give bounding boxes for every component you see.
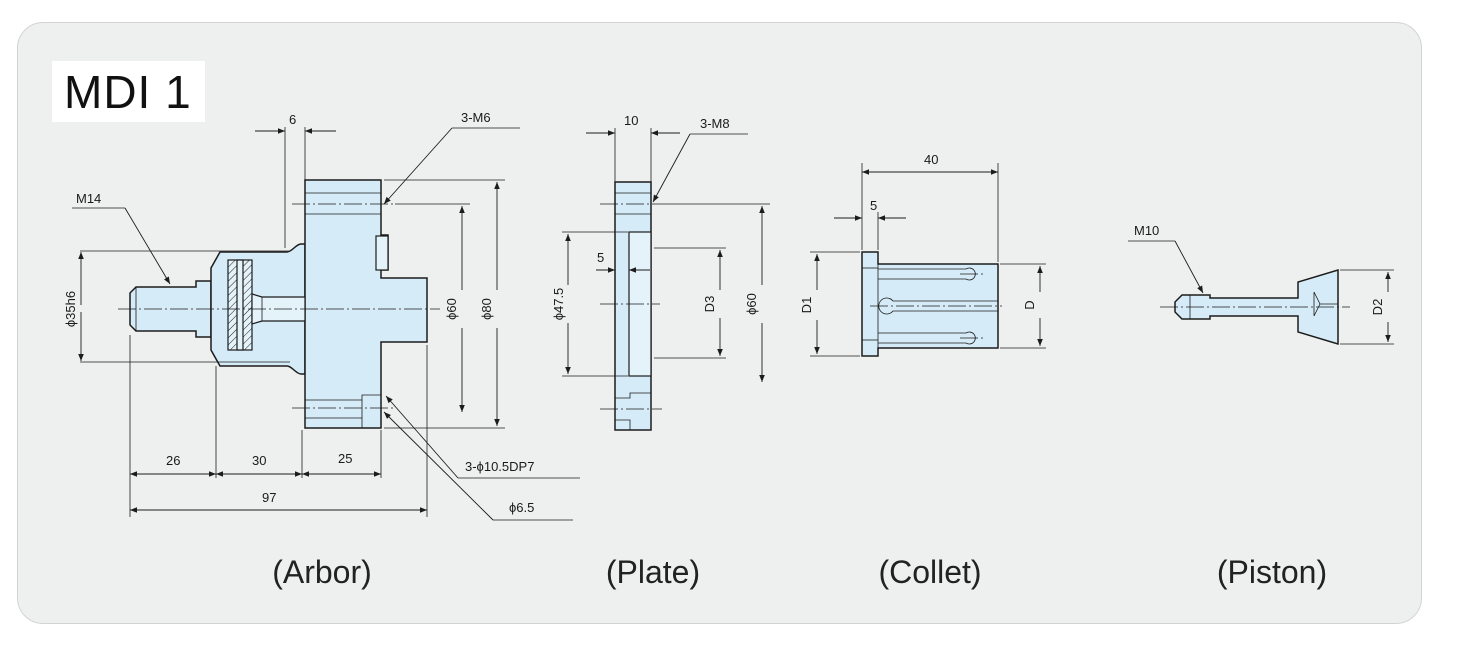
arbor-thread-m6: 3-M6 xyxy=(461,110,491,125)
plate-d3: D3 xyxy=(702,296,717,313)
arbor-dia-80: ϕ80 xyxy=(479,298,494,320)
arbor-dim-6: 6 xyxy=(289,112,296,127)
plate-caption: (Plate) xyxy=(606,554,700,590)
arbor-dia-6-5: ϕ6.5 xyxy=(509,500,534,515)
arbor-dia-60: ϕ60 xyxy=(444,298,459,320)
plate-view: 10 3-M8 5 ϕ47.5 D3 ϕ60 (Plate) xyxy=(551,113,770,590)
collet-dim-5: 5 xyxy=(870,198,877,213)
piston-caption: (Piston) xyxy=(1217,554,1327,590)
plate-dim-10: 10 xyxy=(624,113,638,128)
plate-thread-m8: 3-M8 xyxy=(700,116,730,131)
arbor-dim-30: 30 xyxy=(252,453,266,468)
arbor-dim-26: 26 xyxy=(166,453,180,468)
collet-body xyxy=(861,251,999,357)
arbor-dim-25: 25 xyxy=(338,451,352,466)
collet-d: D xyxy=(1022,300,1037,309)
plate-dia-47-5: ϕ47.5 xyxy=(551,288,566,321)
piston-body xyxy=(1174,268,1339,346)
arbor-dia-35h6: ϕ35h6 xyxy=(63,291,78,327)
arbor-hole-dp: 3-ϕ10.5DP7 xyxy=(465,459,534,474)
plate-dia-60: ϕ60 xyxy=(744,293,759,315)
piston-thread-m10: M10 xyxy=(1134,223,1159,238)
page-title: MDI 1 xyxy=(64,66,192,118)
collet-view: 40 5 D1 D (Collet) xyxy=(799,152,1046,590)
arbor-view: 6 3-M6 M14 ϕ35h6 ϕ60 ϕ80 26 30 25 97 xyxy=(63,110,580,590)
collet-dim-40: 40 xyxy=(924,152,938,167)
piston-d2: D2 xyxy=(1370,299,1385,316)
collet-caption: (Collet) xyxy=(878,554,981,590)
arbor-dim-97: 97 xyxy=(262,490,276,505)
plate-dim-5: 5 xyxy=(597,250,604,265)
arbor-caption: (Arbor) xyxy=(272,554,372,590)
collet-d1: D1 xyxy=(799,297,814,314)
title-box xyxy=(52,61,205,122)
arbor-thread-m14: M14 xyxy=(76,191,101,206)
arbor-flange xyxy=(304,179,428,429)
piston-view: M10 D2 (Piston) xyxy=(1128,223,1394,590)
